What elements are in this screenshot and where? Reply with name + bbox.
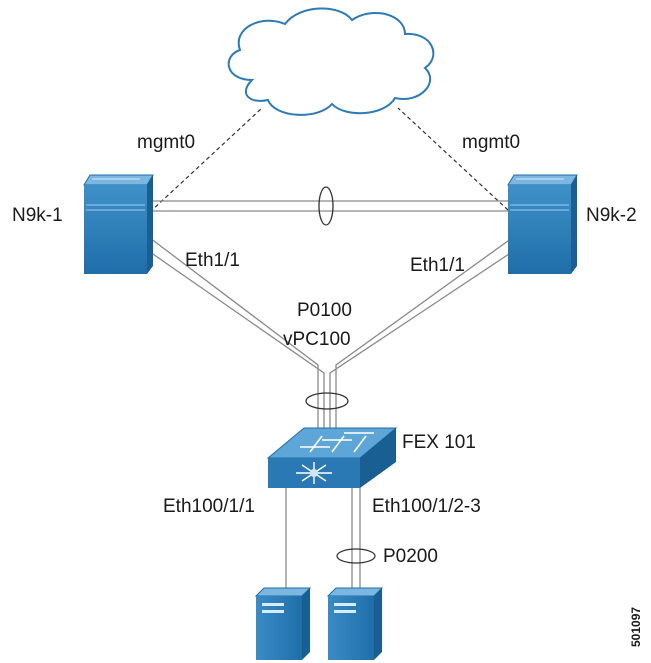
port-channel-2-label: P0200 xyxy=(383,546,438,567)
vpc-link-right-inner xyxy=(329,251,513,430)
vpc-label: vPC100 xyxy=(283,329,351,350)
nexus-switch-icon xyxy=(507,174,578,274)
server-icon xyxy=(254,587,312,660)
p0200-bundle-ring xyxy=(336,548,376,564)
nexus-switch-icon xyxy=(83,174,154,274)
mgmt-link-left xyxy=(149,107,263,213)
vpc-bundle-ring xyxy=(305,392,349,410)
switch-label-right: N9k-2 xyxy=(586,205,637,226)
mgmt-link-right xyxy=(397,107,509,211)
server-icon xyxy=(326,587,384,660)
fabric-extender-icon xyxy=(266,427,398,488)
switch-label-left: N9k-1 xyxy=(12,205,63,226)
eth-label-right: Eth1/1 xyxy=(410,255,465,276)
cloud-icon xyxy=(227,7,435,116)
fex-eth-label-right: Eth100/1/2-3 xyxy=(372,496,481,517)
mgmt-label-right: mgmt0 xyxy=(462,132,520,153)
vpc-link-left-inner xyxy=(149,251,325,430)
port-channel-label: P0100 xyxy=(297,300,352,321)
eth-label-left: Eth1/1 xyxy=(185,250,240,271)
peer-link-bundle-ring xyxy=(318,186,334,226)
fex-label: FEX 101 xyxy=(402,432,476,453)
mgmt-label-left: mgmt0 xyxy=(137,132,195,153)
figure-id: 501097 xyxy=(629,607,643,647)
fex-eth-label-left: Eth100/1/1 xyxy=(163,496,255,517)
